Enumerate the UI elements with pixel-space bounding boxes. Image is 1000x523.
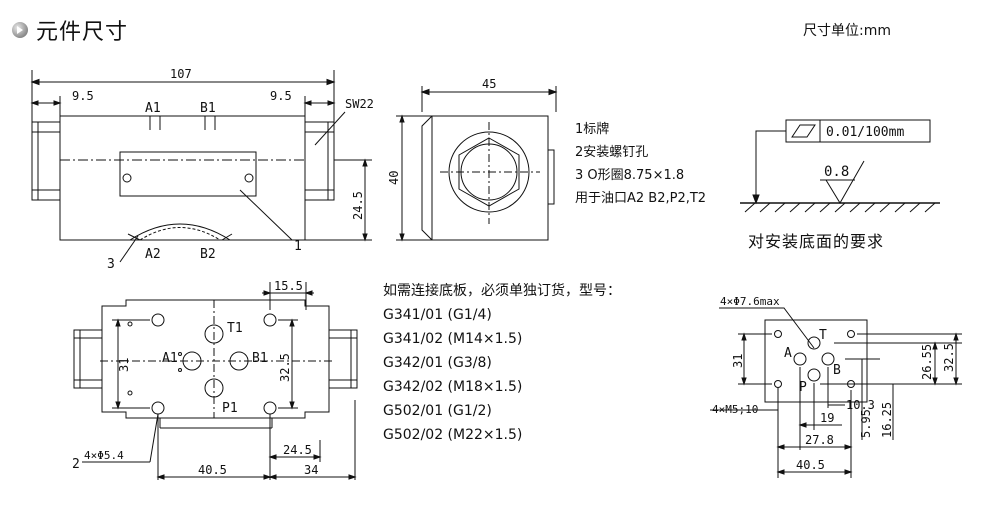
mount-dim-32-5: 32.5 [942,343,956,372]
dim-right-9-5: 9.5 [270,89,292,103]
dim-45: 45 [482,77,496,91]
holes-label: 4×Φ5.4 [84,449,124,462]
dim-40: 40 [387,171,401,185]
bottom-view: 15.5 T1 A1 B1 P1 31 32.5 4×Φ5.4 2 [72,279,358,480]
port-p1-label: P1 [222,401,238,416]
mount-dim-26-55: 26.55 [920,344,934,380]
port-b1-label: B1 [200,101,216,116]
dim-32-5: 32.5 [278,353,292,382]
mount-port-a: A [784,346,792,361]
note-item: 用于油口A2 B2,P2,T2 [575,191,707,206]
roughness-value: 0.8 [824,164,849,180]
port-t1-label: T1 [227,321,243,336]
dim-left-9-5: 9.5 [72,89,94,103]
mount-dim-19: 19 [820,411,834,425]
dim-34-bottom: 34 [304,463,318,477]
section-header: 元件尺寸 [12,14,128,46]
order-item: G502/02 (M22×1.5) [383,427,523,443]
order-item: G342/02 (M18×1.5) [383,379,523,395]
surface-requirement: 0.01/100mm 0.8 [740,119,940,213]
callout-1: 1 [294,239,302,254]
note-item: 2安装螺钉孔 [575,145,649,160]
side-view: 45 40 [387,77,558,242]
note-item: 1标牌 [575,122,610,137]
port-a2-label: A2 [145,247,161,262]
order-intro: 如需连接底板，必须单独订货，型号： [383,283,621,299]
dim-107: 107 [170,67,192,81]
mount-screws-label: 4×M5;10 [712,403,758,416]
section-title: 元件尺寸 [36,20,129,45]
sw22-label: SW22 [345,97,374,111]
front-view: 107 9.5 9.5 A1 B1 A2 B2 3 1 SW22 [30,67,374,272]
port-b1-bottom-label: B1 [252,351,268,366]
dim-31: 31 [117,358,131,372]
callout-3: 3 [107,257,115,272]
mount-port-t: T [819,328,827,343]
mount-dim-31: 31 [731,354,745,368]
flatness-value: 0.01/100mm [826,125,904,140]
bullet-icon [12,22,28,38]
mount-dim-27-8: 27.8 [805,433,834,447]
mount-dim-10-3: 10.3 [846,398,875,412]
mount-port-b: B [833,363,841,378]
order-list: 如需连接底板，必须单独订货，型号： G341/01 (G1/4) G341/02… [383,279,621,447]
order-item: G341/02 (M14×1.5) [383,331,523,347]
order-item: G502/01 (G1/2) [383,403,492,419]
mount-holes-label: 4×Φ7.6max [720,295,780,308]
order-item: G342/01 (G3/8) [383,355,492,371]
surface-requirement-label: 对安装底面的要求 [748,232,885,251]
notes-list: 1标牌 2安装螺钉孔 3 O形圈8.75×1.8 用于油口A2 B2,P2,T2 [575,118,706,210]
port-a1-bottom-label: A1 [162,351,178,366]
mount-dim-40-5: 40.5 [796,458,825,472]
mount-port-p: P [799,380,807,395]
order-item: G341/01 (G1/4) [383,307,492,323]
dim-40-5-bottom: 40.5 [198,463,227,477]
dim-24-5-bottom: 24.5 [283,443,312,457]
mounting-pattern: 4×Φ7.6max T A B P 31 4×M5;10 26.55 32.5 … [710,295,962,478]
mount-dim-16-25: 16.25 [880,402,894,438]
dim-15-5: 15.5 [274,279,303,293]
port-b2-label: B2 [200,247,216,262]
unit-label: 尺寸单位:mm [803,23,891,39]
callout-2: 2 [72,457,80,472]
note-item: 3 O形圈8.75×1.8 [575,168,685,183]
dim-24-5: 24.5 [351,191,365,220]
port-a1-label: A1 [145,101,161,116]
mount-dim-5-95: 5.95 [859,409,873,438]
